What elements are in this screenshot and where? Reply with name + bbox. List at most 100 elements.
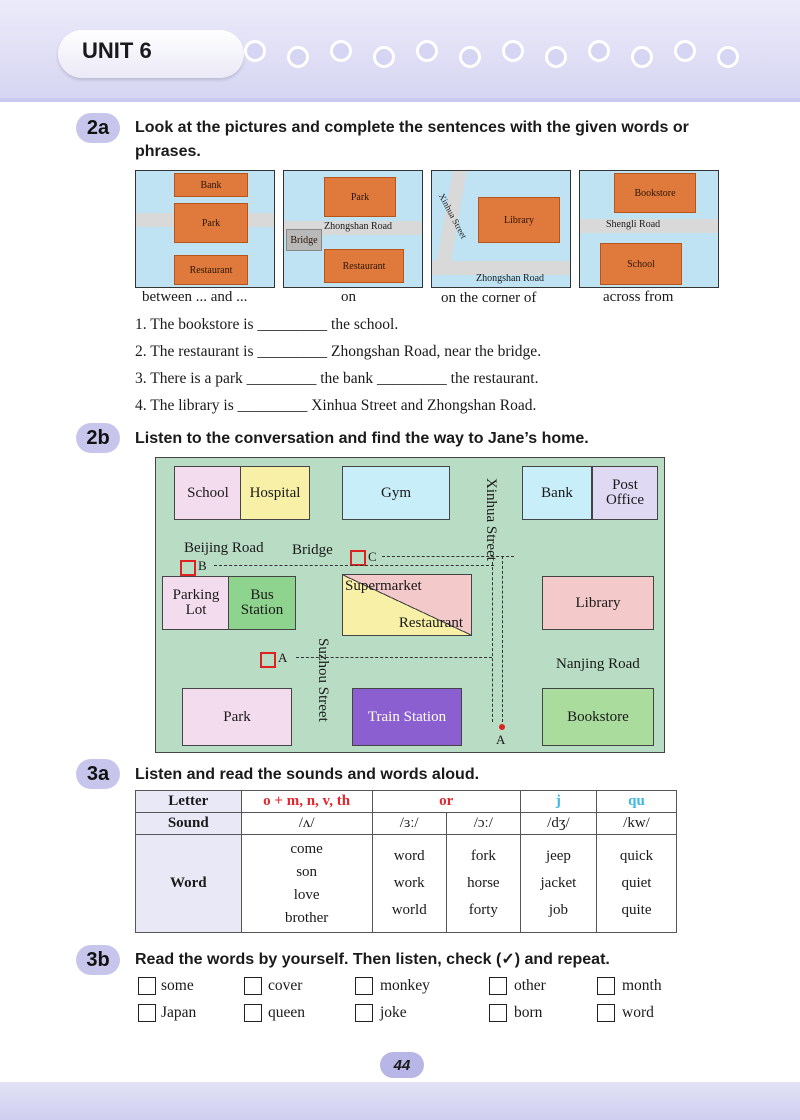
- sound-label: Sound: [135, 812, 242, 835]
- instruction-3b: Read the words by yourself. Then listen,…: [135, 951, 610, 968]
- decorative-circle-icon: [717, 46, 739, 68]
- checkbox-monkey[interactable]: [355, 977, 373, 995]
- picture-2: Park Zhongshan Road Bridge Restaurant: [283, 170, 423, 288]
- mark-a: A: [278, 650, 288, 665]
- sound-1: /ʌ/: [240, 812, 373, 835]
- checkbox-word[interactable]: [597, 1004, 615, 1022]
- words-col-4: jeep jacket job: [519, 834, 597, 933]
- map-supermarket: Supermarket: [345, 578, 422, 594]
- decorative-circle-icon: [502, 40, 524, 62]
- sound-3: /ɔː/: [445, 812, 521, 835]
- checkbox-month[interactable]: [597, 977, 615, 995]
- picture-1-bank: Bank: [174, 173, 248, 197]
- checkbox-label-japan: Japan: [161, 1004, 197, 1021]
- sentence-4: 4. The library is _________ Xinhua Stree…: [135, 397, 537, 414]
- word: jeep: [545, 848, 571, 864]
- section-badge-3b: 3b: [76, 945, 120, 975]
- word: word: [393, 848, 425, 864]
- checkbox-queen[interactable]: [244, 1004, 262, 1022]
- route-to-b: [214, 565, 494, 566]
- map-park: Park: [182, 688, 292, 746]
- picture-2-bridge: Bridge: [286, 229, 322, 251]
- picture-4-bookstore: Bookstore: [614, 173, 696, 213]
- checkbox-label-cover: cover: [268, 977, 303, 994]
- caption-1: between ... and ...: [142, 289, 248, 305]
- map-suzhou-street: Suzhou Street: [315, 638, 331, 722]
- words-col-2: word work world: [371, 834, 447, 933]
- start-label: A: [496, 732, 506, 747]
- mark-b-square: [180, 560, 196, 576]
- checkbox-some[interactable]: [138, 977, 156, 995]
- picture-3-road: Zhongshan Road: [476, 273, 545, 284]
- word: world: [391, 902, 427, 918]
- checkbox-label-other: other: [514, 977, 546, 994]
- instruction-2a: Look at the pictures and complete the se…: [135, 119, 689, 160]
- start-dot: [499, 724, 505, 730]
- decorative-circle-icon: [244, 40, 266, 62]
- checkbox-joke[interactable]: [355, 1004, 373, 1022]
- route-vertical-2: [502, 556, 503, 722]
- checkbox-born[interactable]: [489, 1004, 507, 1022]
- checkbox-label-monkey: monkey: [380, 977, 430, 994]
- word: fork: [470, 848, 496, 864]
- route-to-c: [382, 556, 514, 557]
- words-col-1: come son love brother: [240, 834, 373, 933]
- words-col-5: quick quiet quite: [595, 834, 678, 933]
- word: horse: [467, 875, 500, 891]
- checkbox-label-born: born: [514, 1004, 543, 1021]
- word: love: [293, 886, 320, 903]
- map-gym: Gym: [342, 466, 450, 520]
- letter-o-text: o + m, n, v, th: [263, 793, 351, 809]
- unit-pill: [58, 30, 244, 78]
- mark-b: B: [198, 558, 207, 573]
- word: quite: [621, 902, 652, 918]
- page-number: 44: [380, 1052, 424, 1078]
- sentence-2: 2. The restaurant is _________ Zhongshan…: [135, 343, 542, 360]
- checkbox-other[interactable]: [489, 977, 507, 995]
- mark-c: C: [368, 549, 377, 564]
- section-badge-2b: 2b: [76, 423, 120, 453]
- word: quiet: [621, 875, 652, 891]
- word: jacket: [540, 875, 577, 891]
- unit-title: UNIT 6: [82, 38, 152, 63]
- route-vertical-1: [492, 562, 493, 722]
- map-xinhua-street: Xinhua Street: [483, 478, 499, 561]
- picture-1: Bank Park Restaurant: [135, 170, 275, 288]
- letter-label: Letter: [135, 790, 242, 813]
- picture-3-library: Library: [478, 197, 560, 243]
- decorative-circle-icon: [588, 40, 610, 62]
- picture-2-park: Park: [324, 177, 396, 217]
- instruction-3a: Listen and read the sounds and words alo…: [135, 766, 480, 783]
- checkbox-label-month: month: [622, 977, 662, 994]
- checkbox-cover[interactable]: [244, 977, 262, 995]
- sound-2: /ɜː/: [371, 812, 447, 835]
- words-col-3: fork horse forty: [445, 834, 521, 933]
- town-map: School Hospital Gym Bank Post Office Bei…: [155, 457, 665, 753]
- mark-a-square: [260, 652, 276, 668]
- decorative-circle-icon: [287, 46, 309, 68]
- decorative-circle-icon: [373, 46, 395, 68]
- picture-1-park: Park: [174, 203, 248, 243]
- picture-4-school: School: [600, 243, 682, 285]
- map-school: School: [174, 466, 242, 520]
- letter-or: or: [371, 790, 521, 813]
- word: come: [290, 840, 323, 857]
- word: son: [296, 863, 318, 880]
- checkbox-japan[interactable]: [138, 1004, 156, 1022]
- caption-2: on: [341, 289, 356, 305]
- picture-4-road: Shengli Road: [606, 219, 661, 230]
- checkbox-label-word: word: [622, 1004, 654, 1021]
- word: brother: [284, 909, 329, 926]
- caption-3: on the corner of: [441, 290, 537, 306]
- map-bookstore: Bookstore: [542, 688, 654, 746]
- instruction-2b: Listen to the conversation and find the …: [135, 430, 589, 447]
- picture-4: Bookstore Shengli Road School: [579, 170, 719, 288]
- map-bank: Bank: [522, 466, 592, 520]
- decorative-circle-icon: [459, 46, 481, 68]
- picture-2-road: Zhongshan Road: [324, 221, 393, 232]
- decorative-circle-icon: [330, 40, 352, 62]
- section-badge-2a: 2a: [76, 113, 120, 143]
- letter-j: j: [519, 790, 597, 813]
- map-supermarket-restaurant: Supermarket Restaurant: [342, 574, 472, 636]
- map-restaurant: Restaurant: [398, 615, 463, 631]
